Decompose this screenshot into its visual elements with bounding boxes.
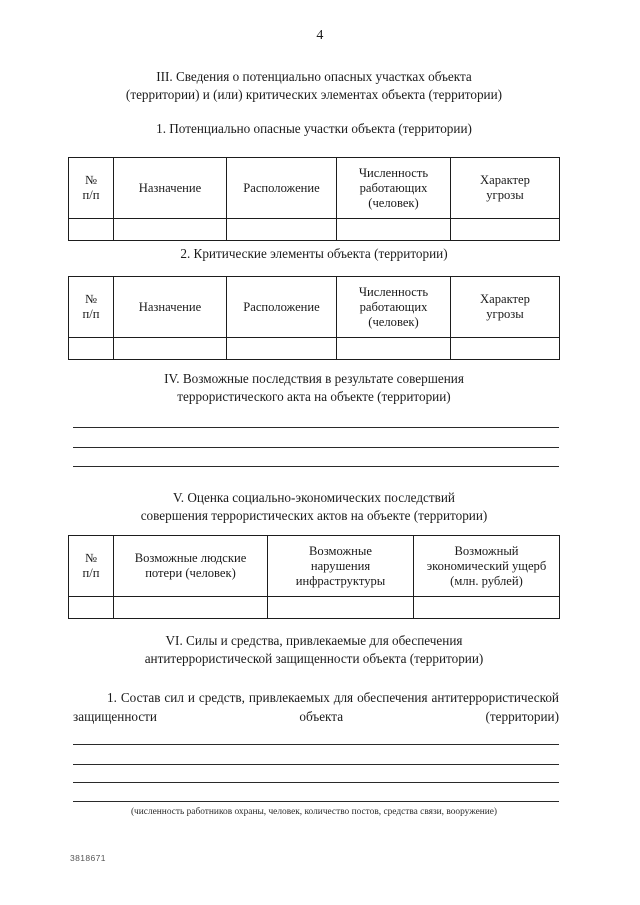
section-6-heading-line-2: антитеррористической защищенности объект… bbox=[144, 651, 484, 666]
document-stamp-id: 3818671 bbox=[70, 853, 106, 863]
column-header-infra-line-3: инфраструктуры bbox=[295, 573, 386, 588]
table-row bbox=[68, 218, 560, 241]
column-header-staff-line-1: Численность bbox=[358, 284, 429, 299]
cell-location[interactable] bbox=[226, 337, 337, 360]
column-header-purpose: Назначение bbox=[113, 157, 227, 219]
cell-purpose[interactable] bbox=[113, 218, 227, 241]
cell-staff-count[interactable] bbox=[336, 337, 451, 360]
cell-threat-nature[interactable] bbox=[450, 218, 560, 241]
column-header-number-line-2: п/п bbox=[82, 307, 100, 321]
subsection-2-title: 2. Критические элементы объекта (террито… bbox=[180, 246, 448, 261]
column-header-number-line-1: № bbox=[84, 292, 98, 306]
table-row bbox=[68, 596, 560, 619]
page-number: 4 bbox=[316, 28, 324, 43]
table-row bbox=[68, 337, 560, 360]
column-header-losses-line-2: потери (человек) bbox=[145, 566, 236, 580]
column-header-number: № п/п bbox=[68, 535, 114, 597]
table-socioeconomic-consequences: № п/п Возможные людские потери (человек)… bbox=[68, 535, 560, 619]
column-header-damage-line-1: Возможный bbox=[454, 543, 519, 558]
column-header-location: Расположение bbox=[226, 157, 337, 219]
column-header-infra-line-2: нарушения bbox=[310, 558, 371, 573]
column-header-location: Расположение bbox=[226, 276, 337, 338]
column-header-threat-line-2: угрозы bbox=[486, 188, 524, 202]
section-4-blank-line-2[interactable] bbox=[73, 447, 559, 448]
column-header-staff-line-1: Численность bbox=[358, 165, 429, 180]
section-4-blank-line-3[interactable] bbox=[73, 466, 559, 467]
column-header-infra-line-1: Возможные bbox=[309, 543, 372, 558]
cell-human-losses[interactable] bbox=[113, 596, 268, 619]
subsection-1-title: 1. Потенциально опасные участки объекта … bbox=[156, 121, 472, 136]
column-header-threat-nature: Характер угрозы bbox=[450, 276, 560, 338]
column-header-threat-line-1: Характер bbox=[480, 292, 530, 306]
column-header-damage-line-3: (млн. рублей) bbox=[450, 573, 523, 588]
table-critical-elements: № п/п Назначение Расположение Численност… bbox=[68, 276, 560, 360]
table-header-row: № п/п Назначение Расположение Численност… bbox=[68, 157, 560, 219]
column-header-threat-line-1: Характер bbox=[480, 173, 530, 187]
cell-economic-damage[interactable] bbox=[413, 596, 560, 619]
column-header-staff-count: Численность работающих (человек) bbox=[336, 157, 451, 219]
cell-location[interactable] bbox=[226, 218, 337, 241]
column-header-staff-line-3: (человек) bbox=[368, 314, 419, 329]
column-header-number-line-2: п/п bbox=[82, 188, 100, 202]
section-6-caption: (численность работников охраны, человек,… bbox=[130, 807, 498, 817]
cell-number[interactable] bbox=[68, 218, 114, 241]
section-6-item-1-text: 1. Состав сил и средств, привлекаемых дл… bbox=[73, 690, 559, 724]
column-header-threat-nature: Характер угрозы bbox=[450, 157, 560, 219]
column-header-economic-damage: Возможный экономический ущерб (млн. рубл… bbox=[413, 535, 560, 597]
cell-number[interactable] bbox=[68, 337, 114, 360]
section-6-blank-line-4[interactable] bbox=[73, 801, 559, 802]
section-6-heading: VI. Силы и средства, привлекаемые для об… bbox=[68, 632, 560, 668]
cell-infrastructure-damage[interactable] bbox=[267, 596, 414, 619]
column-header-human-losses: Возможные людские потери (человек) bbox=[113, 535, 268, 597]
section-4-heading: IV. Возможные последствия в результате с… bbox=[68, 370, 560, 406]
column-header-number-line-2: п/п bbox=[82, 566, 100, 580]
cell-number[interactable] bbox=[68, 596, 114, 619]
column-header-staff-line-3: (человек) bbox=[368, 195, 419, 210]
table-potentially-dangerous-areas: № п/п Назначение Расположение Численност… bbox=[68, 157, 560, 241]
cell-threat-nature[interactable] bbox=[450, 337, 560, 360]
column-header-number-line-1: № bbox=[84, 551, 98, 565]
section-3-heading-line-2: (территории) и (или) критических элемент… bbox=[125, 87, 503, 102]
column-header-number: № п/п bbox=[68, 157, 114, 219]
column-header-number-line-1: № bbox=[84, 173, 98, 187]
column-header-threat-line-2: угрозы bbox=[486, 307, 524, 321]
section-6-blank-line-1[interactable] bbox=[73, 744, 559, 745]
section-4-blank-line-1[interactable] bbox=[73, 427, 559, 428]
section-5-heading: V. Оценка социально-экономических послед… bbox=[68, 489, 560, 525]
cell-staff-count[interactable] bbox=[336, 218, 451, 241]
column-header-purpose: Назначение bbox=[113, 276, 227, 338]
column-header-staff-count: Численность работающих (человек) bbox=[336, 276, 451, 338]
section-6-heading-line-1: VI. Силы и средства, привлекаемые для об… bbox=[165, 633, 463, 648]
table-header-row: № п/п Назначение Расположение Численност… bbox=[68, 276, 560, 338]
section-6-blank-line-3[interactable] bbox=[73, 782, 559, 783]
section-3-heading: III. Сведения о потенциально опасных уча… bbox=[68, 68, 560, 104]
column-header-losses-line-1: Возможные людские bbox=[134, 551, 247, 565]
table-header-row: № п/п Возможные людские потери (человек)… bbox=[68, 535, 560, 597]
section-4-heading-line-2: террористического акта на объекте (терри… bbox=[177, 389, 451, 404]
section-5-heading-line-2: совершения террористических актов на объ… bbox=[140, 508, 488, 523]
section-3-heading-line-1: III. Сведения о потенциально опасных уча… bbox=[156, 69, 472, 84]
column-header-damage-line-2: экономический ущерб bbox=[426, 558, 547, 573]
cell-purpose[interactable] bbox=[113, 337, 227, 360]
column-header-staff-line-2: работающих bbox=[359, 299, 428, 314]
column-header-infrastructure-damage: Возможные нарушения инфраструктуры bbox=[267, 535, 414, 597]
column-header-staff-line-2: работающих bbox=[359, 180, 428, 195]
column-header-number: № п/п bbox=[68, 276, 114, 338]
section-5-heading-line-1: V. Оценка социально-экономических послед… bbox=[172, 490, 455, 505]
section-6-blank-line-2[interactable] bbox=[73, 764, 559, 765]
section-4-heading-line-1: IV. Возможные последствия в результате с… bbox=[164, 371, 464, 386]
